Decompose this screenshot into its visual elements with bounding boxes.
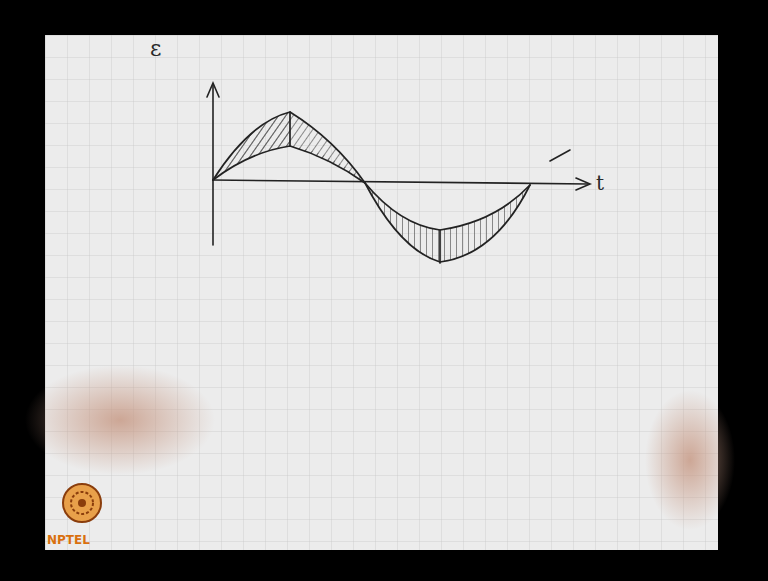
axis-label: ε [150, 38, 161, 60]
sine-wave [213, 112, 530, 263]
logo-mark [63, 484, 101, 522]
finger [645, 390, 735, 530]
axis-label: t [596, 173, 604, 193]
hand [25, 365, 215, 475]
hatch [213, 112, 365, 183]
hatch [213, 112, 365, 183]
logo-text: NPTEL [47, 534, 90, 546]
